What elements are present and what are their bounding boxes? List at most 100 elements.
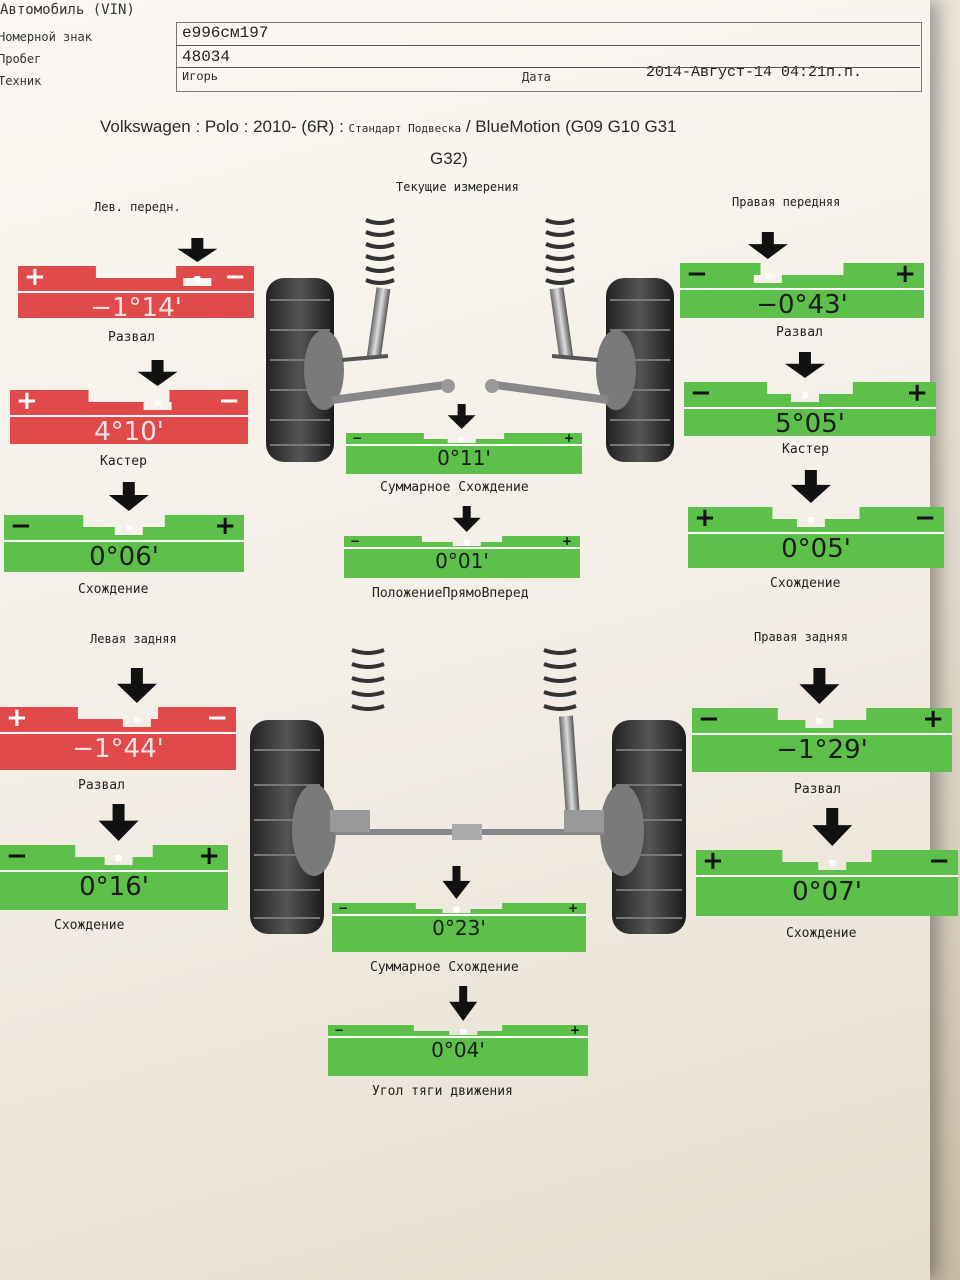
- front-left-toe-bar: [4, 515, 244, 572]
- down-arrow-icon: [447, 404, 476, 429]
- plus-icon: +: [567, 901, 578, 915]
- plate-label: Номерной знак: [0, 30, 92, 44]
- rear-right-toe-center-tick: [829, 860, 836, 866]
- vehicle-variant: / BlueMotion (G09 G10 G31: [461, 117, 677, 136]
- rear-right-toe-bar: [696, 850, 958, 916]
- rear-right-camber-value: −1°29': [776, 735, 868, 765]
- rear-left-camber-center-tick: [133, 717, 140, 723]
- technician-label: Техник: [0, 74, 42, 88]
- plate-value: e996см197: [182, 24, 269, 42]
- rear-total-toe-label: Суммарное Схождение: [370, 960, 519, 975]
- plus-icon: +: [198, 841, 220, 871]
- front-straight-ahead-bar: [344, 536, 580, 578]
- front-left-camber-center-tick: [194, 276, 201, 282]
- minus-icon: −: [224, 262, 246, 292]
- plus-icon: +: [922, 704, 944, 734]
- down-arrow-icon: [442, 866, 471, 899]
- front-left-camber-scale: [18, 238, 254, 318]
- date-label: Дата: [522, 70, 551, 84]
- front-total-toe-value: 0°11': [437, 446, 491, 470]
- front-right-camber-center-tick: [764, 273, 771, 279]
- front-left-caster-value: 4°10': [94, 417, 164, 447]
- rear-left-camber-gauge: +−−1°44': [0, 668, 236, 770]
- down-arrow-icon: [747, 232, 788, 259]
- front-right-caster-center-tick: [801, 392, 808, 398]
- down-arrow-icon: [116, 668, 157, 703]
- rear-left-toe-gauge: −+0°16': [0, 804, 228, 910]
- plus-icon: +: [569, 1023, 580, 1037]
- mileage-value: 48034: [182, 48, 231, 66]
- minus-icon: −: [338, 901, 349, 915]
- rear-right-toe-scale: [696, 808, 958, 916]
- down-arrow-icon: [449, 986, 478, 1021]
- vehicle-variant-line2: G32): [430, 149, 468, 168]
- front-suspension-illustration: [266, 218, 674, 462]
- front-straight-ahead-scale: [344, 506, 580, 578]
- front-left-caster-center-tick: [154, 400, 161, 406]
- rear-left-toe-bar: [0, 845, 228, 910]
- down-arrow-icon: [452, 506, 481, 532]
- front-left-camber-gauge: +−−1°14': [18, 238, 254, 322]
- down-arrow-icon: [108, 482, 149, 511]
- rear-thrust-angle-gauge: −+0°04': [328, 986, 588, 1076]
- rear-right-label: Правая задняя: [754, 630, 848, 644]
- minus-icon: −: [218, 386, 240, 416]
- rear-right-toe-label: Схождение: [786, 926, 857, 941]
- front-left-camber-label: Развал: [108, 330, 155, 345]
- header-box: [176, 22, 922, 92]
- front-right-caster-gauge: − +5°05': [684, 352, 936, 439]
- plus-icon: +: [561, 534, 572, 548]
- rear-right-camber-center-tick: [816, 718, 823, 724]
- front-right-toe-gauge: +−0°05': [688, 470, 944, 568]
- down-arrow-icon: [137, 360, 178, 386]
- down-arrow-icon: [799, 668, 840, 704]
- rear-thrust-angle-center-tick: [460, 1029, 467, 1035]
- plus-icon: +: [702, 846, 724, 876]
- front-right-caster-scale: [684, 352, 936, 436]
- front-left-toe-value: 0°06': [89, 542, 159, 572]
- front-left-toe-center-tick: [125, 525, 132, 531]
- front-total-toe-label: Суммарное Схождение: [380, 480, 529, 495]
- rear-right-camber-bar: [692, 708, 952, 772]
- minus-icon: −: [698, 704, 720, 734]
- front-left-toe-label: Схождение: [78, 582, 149, 597]
- current-measurements-label: Текущие измерения: [396, 180, 519, 194]
- rear-suspension-illustration: [250, 648, 686, 934]
- front-straight-ahead-center-tick: [463, 540, 470, 546]
- plus-icon: +: [906, 378, 928, 408]
- plus-icon: +: [24, 262, 46, 292]
- minus-icon: −: [352, 431, 363, 445]
- front-left-toe-gauge: −+0°06': [4, 482, 244, 572]
- front-straight-ahead-value: 0°01': [435, 549, 489, 573]
- header-rule: [176, 45, 920, 46]
- technician-value: Игорь: [182, 70, 219, 84]
- minus-icon: −: [686, 259, 708, 289]
- plus-icon: +: [894, 259, 916, 289]
- down-arrow-icon: [98, 804, 139, 841]
- front-left-caster-gauge: +−4°10': [10, 360, 248, 447]
- minus-icon: −: [914, 503, 936, 533]
- rear-left-label: Левая задняя: [90, 632, 177, 646]
- vehicle-main: Volkswagen : Polo : 2010- (6R) :: [100, 117, 349, 136]
- rear-thrust-angle-scale: [328, 986, 588, 1076]
- minus-icon: −: [690, 378, 712, 408]
- rear-right-camber-label: Развал: [794, 782, 841, 797]
- down-arrow-icon: [177, 238, 218, 262]
- rear-right-toe-value: 0°07': [792, 877, 862, 907]
- front-left-caster-scale: [10, 360, 248, 444]
- front-right-caster-value: 5°05': [775, 409, 845, 439]
- minus-icon: −: [6, 841, 28, 871]
- vehicle-title: Volkswagen : Polo : 2010- (6R) : Стандар…: [100, 112, 820, 174]
- rear-right-toe-gauge: +−0°07': [696, 808, 958, 916]
- front-left-toe-scale: [4, 482, 244, 572]
- plus-icon: +: [214, 511, 236, 541]
- rear-thrust-angle-label: Угол тяги движения: [372, 1084, 513, 1099]
- minus-icon: −: [206, 703, 228, 733]
- header-rule: [176, 67, 920, 68]
- down-arrow-icon: [790, 470, 831, 503]
- rear-left-camber-scale: [0, 668, 236, 770]
- front-total-toe-scale: [346, 404, 582, 474]
- front-total-toe-center-tick: [458, 437, 465, 443]
- rear-total-toe-gauge: −+0°23': [332, 866, 586, 952]
